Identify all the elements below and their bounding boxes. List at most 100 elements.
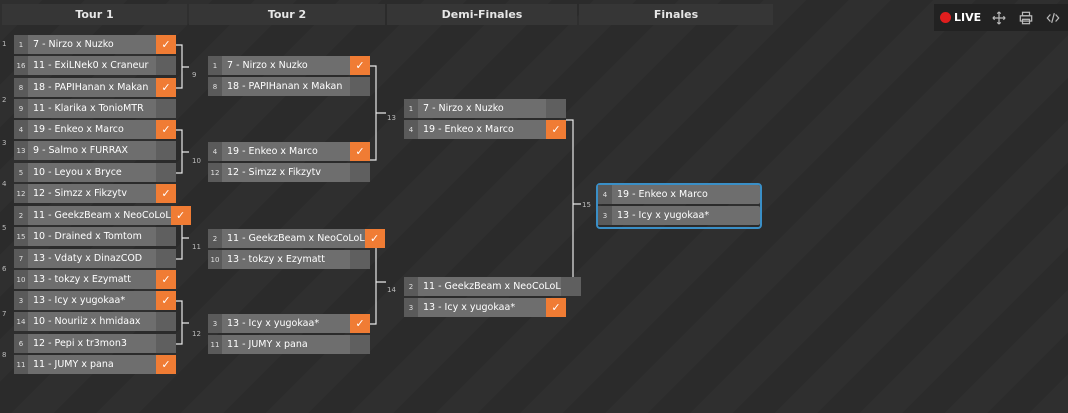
match-number: 10 bbox=[192, 157, 201, 165]
seed-number: 11 bbox=[14, 355, 28, 374]
seed-number: 13 bbox=[14, 141, 28, 160]
score-box bbox=[560, 277, 581, 296]
seed-number: 11 bbox=[208, 335, 222, 354]
team-name: 10 - Nouriiz x hmidaax bbox=[33, 316, 141, 327]
team-slot[interactable]: 14 10 - Nouriiz x hmidaax bbox=[14, 312, 176, 331]
seed-number: 6 bbox=[14, 334, 28, 353]
seed-number: 14 bbox=[14, 312, 28, 331]
score-box bbox=[156, 163, 176, 182]
team-name: 13 - tokzy x Ezymatt bbox=[33, 274, 132, 285]
seed-number: 12 bbox=[208, 163, 222, 182]
print-icon[interactable] bbox=[1017, 9, 1035, 27]
seed-number: 10 bbox=[14, 270, 28, 289]
round-header-tour-2: Tour 2 bbox=[189, 4, 385, 25]
team-name: 11 - GeekzBeam x NeoCoLoL bbox=[423, 281, 561, 292]
team-name: 12 - Simzz x Fikzytv bbox=[227, 167, 321, 178]
seed-number: 4 bbox=[14, 120, 28, 139]
seed-number: 9 bbox=[14, 99, 28, 118]
seed-label: 5 bbox=[2, 224, 7, 232]
live-button[interactable]: LIVE bbox=[940, 11, 981, 24]
seed-label: 1 bbox=[2, 40, 7, 48]
seed-number: 16 bbox=[14, 56, 28, 75]
seed-number: 2 bbox=[404, 277, 418, 296]
match-number: 13 bbox=[387, 114, 396, 122]
team-name: 12 - Simzz x Fikzytv bbox=[33, 188, 127, 199]
seed-label: 6 bbox=[2, 265, 7, 273]
score-box bbox=[350, 250, 370, 269]
team-name: 7 - Nirzo x Nuzko bbox=[227, 60, 308, 71]
winner-check-icon: ✓ bbox=[156, 35, 176, 54]
match-number: 14 bbox=[387, 286, 396, 294]
score-box bbox=[546, 99, 566, 118]
move-icon[interactable] bbox=[990, 9, 1008, 27]
winner-check-icon: ✓ bbox=[156, 78, 176, 97]
team-name: 11 - GeekzBeam x NeoCoLoL bbox=[227, 233, 365, 244]
seed-number: 4 bbox=[208, 142, 222, 161]
seed-number: 12 bbox=[14, 184, 28, 203]
team-name: 13 - Icy x yugokaa* bbox=[227, 318, 320, 329]
team-slot[interactable]: 10 13 - tokzy x Ezymatt ✓ bbox=[14, 270, 176, 289]
team-slot[interactable]: 2 11 - GeekzBeam x NeoCoLoL bbox=[404, 277, 581, 296]
seed-number: 3 bbox=[14, 291, 28, 310]
live-dot-icon bbox=[940, 12, 951, 23]
team-name: 13 - Vdaty x DinazCOD bbox=[33, 253, 143, 264]
winner-check-icon: ✓ bbox=[156, 270, 176, 289]
round-header-finales: Finales bbox=[579, 4, 773, 25]
winner-check-icon: ✓ bbox=[156, 355, 176, 374]
team-slot[interactable]: 12 12 - Simzz x Fikzytv bbox=[208, 163, 370, 182]
winner-check-icon: ✓ bbox=[350, 314, 370, 333]
winner-check-icon: ✓ bbox=[546, 298, 566, 317]
match-number: 11 bbox=[192, 243, 201, 251]
winner-check-icon: ✓ bbox=[350, 142, 370, 161]
toolbar: LIVE bbox=[934, 4, 1068, 31]
score-box bbox=[156, 312, 176, 331]
team-name: 7 - Nirzo x Nuzko bbox=[423, 103, 504, 114]
seed-number: 2 bbox=[14, 206, 28, 225]
seed-number: 1 bbox=[208, 56, 222, 75]
seed-number: 4 bbox=[404, 120, 418, 139]
seed-number: 1 bbox=[14, 35, 28, 54]
code-icon[interactable] bbox=[1044, 9, 1062, 27]
